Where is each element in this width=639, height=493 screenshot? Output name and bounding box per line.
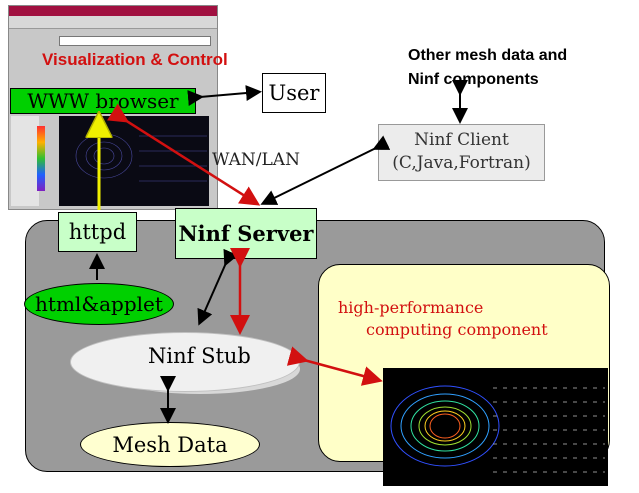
- ninf-client-languages: (C,Java,Fortran): [392, 153, 531, 173]
- user-node: User: [262, 73, 326, 113]
- user-label: User: [268, 81, 320, 105]
- mesh-data-label: Mesh Data: [112, 432, 228, 457]
- browser-user-arrow: [187, 85, 262, 107]
- html-applet-node: html&applet: [24, 283, 174, 325]
- httpd-node: httpd: [58, 212, 137, 252]
- ninf-client-label: Ninf Client: [414, 130, 509, 150]
- client-server-arrow: [260, 135, 391, 205]
- www-browser-node: WWW browser: [10, 88, 196, 114]
- httpd-label: httpd: [68, 220, 127, 244]
- browser-server-arrow: [106, 103, 261, 206]
- flow-visualization-image: [383, 368, 608, 486]
- hpc-label-line2: computing component: [366, 320, 548, 339]
- mesh-data-node: Mesh Data: [80, 422, 260, 467]
- visualization-control-title: Visualization & Control: [42, 50, 228, 69]
- flow-field-graphic: [390, 385, 605, 473]
- colorbar: [37, 126, 45, 191]
- server-stub-arrow-black: [197, 248, 239, 326]
- other-mesh-note: Other mesh data and Ninf components: [408, 44, 567, 92]
- other-mesh-line1: Other mesh data and: [408, 47, 568, 64]
- ninf-server-label: Ninf Server: [178, 221, 314, 246]
- html-applet-label: html&applet: [35, 292, 163, 316]
- browser-menubar: [9, 16, 217, 29]
- hpc-label-line1: high-performance: [338, 298, 484, 317]
- browser-titlebar: [9, 6, 217, 16]
- ninf-stub-label: Ninf Stub: [148, 344, 251, 368]
- ninf-client-node: Ninf Client (C,Java,Fortran): [378, 124, 545, 181]
- stub-hpc-arrow: [286, 346, 383, 386]
- other-mesh-line2: Ninf components: [408, 71, 539, 88]
- browser-side-panel: [11, 116, 39, 206]
- browser-url-bar: [59, 36, 211, 46]
- ninf-stub-node: [70, 332, 300, 392]
